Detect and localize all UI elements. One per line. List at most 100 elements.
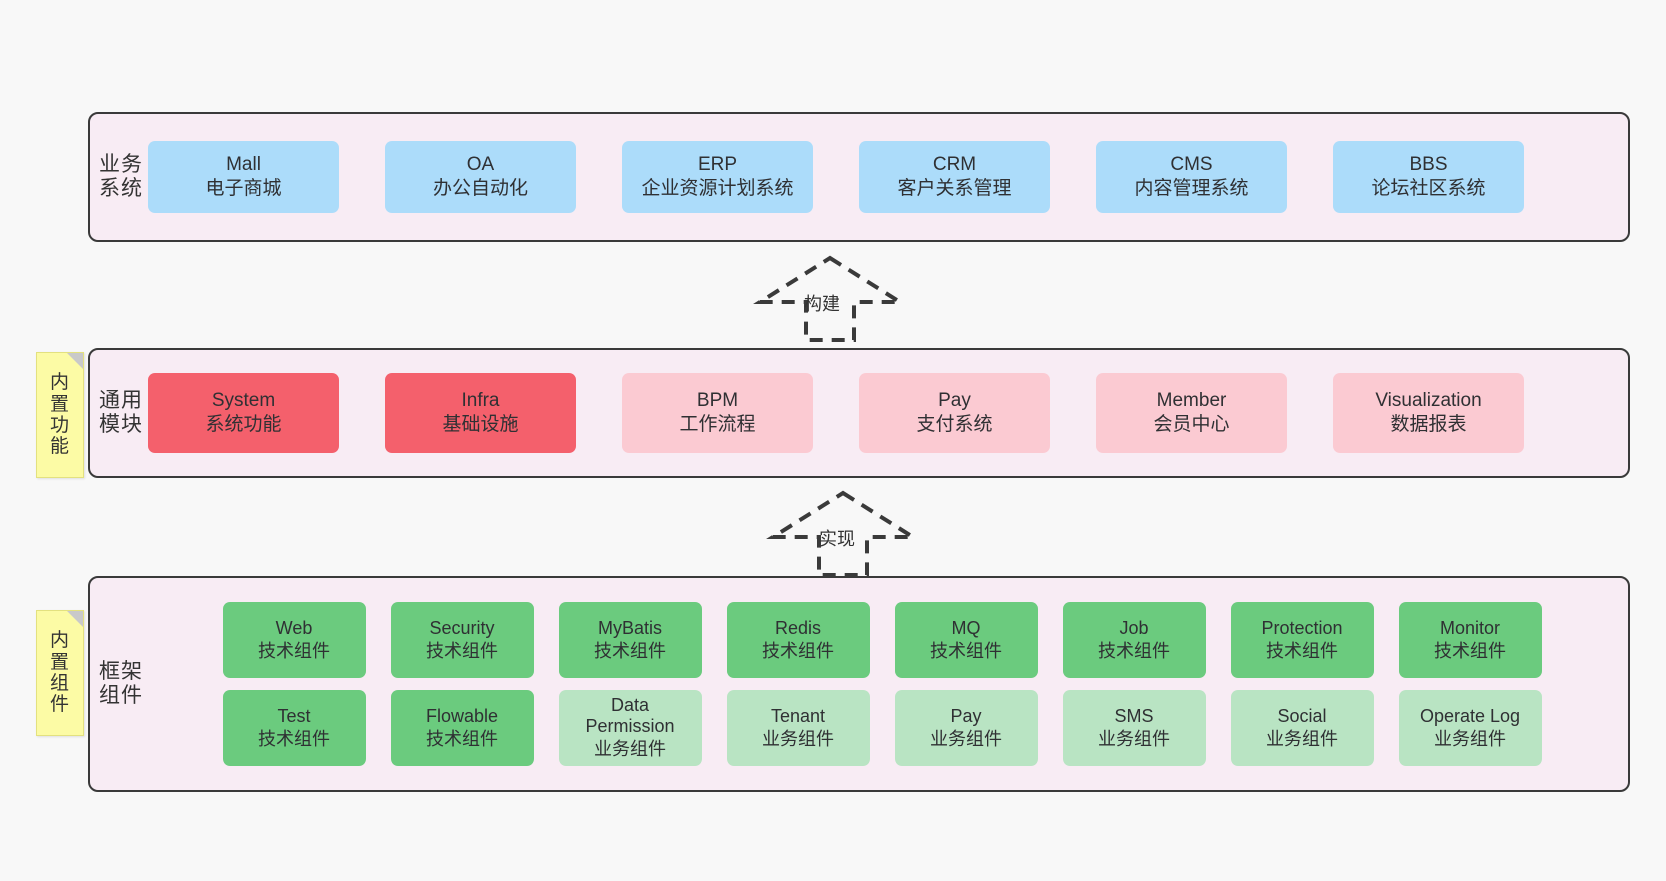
card-operate-log-desc: 业务组件 xyxy=(1434,729,1506,749)
card-infra-desc: 基础设施 xyxy=(442,414,519,435)
card-bpm[interactable]: BPM 工作流程 xyxy=(622,373,813,453)
card-mybatis-desc: 技术组件 xyxy=(594,641,666,661)
connector-implement: 实现 xyxy=(763,487,923,579)
card-flowable-name: Flowable xyxy=(425,705,499,726)
card-redis-desc: 技术组件 xyxy=(762,641,834,661)
card-sms[interactable]: SMS 业务组件 xyxy=(1062,690,1206,766)
sticky-note-builtin-components-label: 内置组件 xyxy=(49,630,70,716)
card-cms-desc: 内容管理系统 xyxy=(1134,178,1249,199)
card-erp-desc: 企业资源计划系统 xyxy=(641,178,794,199)
card-data-permission-desc: 业务组件 xyxy=(594,739,666,760)
card-protection-name: Protection xyxy=(1261,617,1343,638)
component-row-technical: Web 技术组件 Security 技术组件 MyBatis 技术组件 Redi… xyxy=(222,602,1542,678)
card-system-name: System xyxy=(211,389,276,411)
card-protection-desc: 技术组件 xyxy=(1266,641,1338,661)
layer-title-business: 业务系统 xyxy=(99,153,143,200)
card-tenant-name: Tenant xyxy=(770,705,826,726)
card-mybatis[interactable]: MyBatis 技术组件 xyxy=(558,602,702,678)
card-pay-component-desc: 业务组件 xyxy=(930,729,1002,749)
layer-body-frame: Web 技术组件 Security 技术组件 MyBatis 技术组件 Redi… xyxy=(144,578,1628,790)
card-infra[interactable]: Infra 基础设施 xyxy=(385,373,576,453)
card-system[interactable]: System 系统功能 xyxy=(148,373,339,453)
card-operate-log[interactable]: Operate Log 业务组件 xyxy=(1398,690,1542,766)
card-tenant-desc: 业务组件 xyxy=(762,729,834,749)
card-mall[interactable]: Mall 电子商城 xyxy=(148,141,339,213)
card-bbs-name: BBS xyxy=(1409,153,1448,175)
card-cms-name: CMS xyxy=(1170,153,1213,175)
card-operate-log-name: Operate Log xyxy=(1419,705,1521,726)
sticky-note-builtin-features-label: 内置功能 xyxy=(49,372,70,458)
card-visualization[interactable]: Visualization 数据报表 xyxy=(1333,373,1524,453)
card-security[interactable]: Security 技术组件 xyxy=(390,602,534,678)
card-social-desc: 业务组件 xyxy=(1266,729,1338,749)
card-oa[interactable]: OA 办公自动化 xyxy=(385,141,576,213)
card-mq-desc: 技术组件 xyxy=(930,641,1002,661)
card-pay-module[interactable]: Pay 支付系统 xyxy=(859,373,1050,453)
card-pay-component[interactable]: Pay 业务组件 xyxy=(894,690,1038,766)
card-infra-name: Infra xyxy=(461,389,500,411)
card-visualization-name: Visualization xyxy=(1375,389,1482,411)
card-erp[interactable]: ERP 企业资源计划系统 xyxy=(622,141,813,213)
card-monitor[interactable]: Monitor 技术组件 xyxy=(1398,602,1542,678)
card-test[interactable]: Test 技术组件 xyxy=(222,690,366,766)
card-test-desc: 技术组件 xyxy=(258,729,330,749)
sticky-note-builtin-features: 内置功能 xyxy=(36,352,84,478)
card-cms[interactable]: CMS 内容管理系统 xyxy=(1096,141,1287,213)
card-bbs-desc: 论坛社区系统 xyxy=(1371,178,1486,199)
card-erp-name: ERP xyxy=(697,153,738,175)
card-mq[interactable]: MQ 技术组件 xyxy=(894,602,1038,678)
card-bpm-name: BPM xyxy=(696,389,739,411)
card-mq-name: MQ xyxy=(951,617,981,638)
card-data-permission[interactable]: Data Permission 业务组件 xyxy=(558,690,702,766)
card-crm-name: CRM xyxy=(932,153,977,175)
card-data-permission-name: Data Permission xyxy=(585,694,675,737)
card-web[interactable]: Web 技术组件 xyxy=(222,602,366,678)
sticky-note-builtin-components: 内置组件 xyxy=(36,610,84,736)
card-oa-desc: 办公自动化 xyxy=(432,178,528,199)
card-redis-name: Redis xyxy=(774,617,822,638)
card-bpm-desc: 工作流程 xyxy=(679,414,756,435)
card-security-desc: 技术组件 xyxy=(426,641,498,661)
card-mall-name: Mall xyxy=(226,153,261,175)
connector-build: 构建 xyxy=(750,252,910,344)
layer-body-modules: System 系统功能 Infra 基础设施 BPM 工作流程 Pay 支付系统… xyxy=(144,350,1628,476)
card-redis[interactable]: Redis 技术组件 xyxy=(726,602,870,678)
layer-common-modules: 通用模块 System 系统功能 Infra 基础设施 BPM 工作流程 Pay… xyxy=(88,348,1630,478)
card-web-name: Web xyxy=(275,617,313,638)
connector-build-label: 构建 xyxy=(804,294,840,314)
card-sms-name: SMS xyxy=(1114,705,1154,726)
card-flowable-desc: 技术组件 xyxy=(426,729,498,749)
card-social[interactable]: Social 业务组件 xyxy=(1230,690,1374,766)
card-crm-desc: 客户关系管理 xyxy=(897,178,1012,199)
layer-title-frame: 框架组件 xyxy=(99,660,143,707)
card-pay-component-name: Pay xyxy=(950,705,982,726)
card-mall-desc: 电子商城 xyxy=(205,178,282,199)
card-job-name: Job xyxy=(1119,617,1149,638)
card-flowable[interactable]: Flowable 技术组件 xyxy=(390,690,534,766)
card-bbs[interactable]: BBS 论坛社区系统 xyxy=(1333,141,1524,213)
card-mybatis-name: MyBatis xyxy=(597,617,662,638)
card-member-name: Member xyxy=(1156,389,1227,411)
build-arrow-icon xyxy=(753,255,907,342)
card-pay-module-desc: 支付系统 xyxy=(916,414,993,435)
implement-arrow-icon xyxy=(766,490,920,577)
layer-business-systems: 业务系统 Mall 电子商城 OA 办公自动化 ERP 企业资源计划系统 CRM… xyxy=(88,112,1630,242)
card-security-name: Security xyxy=(429,617,495,638)
layer-body-business: Mall 电子商城 OA 办公自动化 ERP 企业资源计划系统 CRM 客户关系… xyxy=(144,114,1628,240)
card-tenant[interactable]: Tenant 业务组件 xyxy=(726,690,870,766)
card-crm[interactable]: CRM 客户关系管理 xyxy=(859,141,1050,213)
card-member[interactable]: Member 会员中心 xyxy=(1096,373,1287,453)
component-row-business: Test 技术组件 Flowable 技术组件 Data Permission … xyxy=(222,690,1542,766)
card-job[interactable]: Job 技术组件 xyxy=(1062,602,1206,678)
layer-title-modules: 通用模块 xyxy=(99,389,143,436)
connector-implement-label: 实现 xyxy=(819,529,855,549)
layer-framework-components: 框架组件 Web 技术组件 Security 技术组件 MyBatis 技术组件… xyxy=(88,576,1630,792)
card-job-desc: 技术组件 xyxy=(1098,641,1170,661)
card-web-desc: 技术组件 xyxy=(258,641,330,661)
card-monitor-desc: 技术组件 xyxy=(1434,641,1506,661)
card-system-desc: 系统功能 xyxy=(205,414,282,435)
card-member-desc: 会员中心 xyxy=(1153,414,1230,435)
card-protection[interactable]: Protection 技术组件 xyxy=(1230,602,1374,678)
card-visualization-desc: 数据报表 xyxy=(1390,414,1467,435)
